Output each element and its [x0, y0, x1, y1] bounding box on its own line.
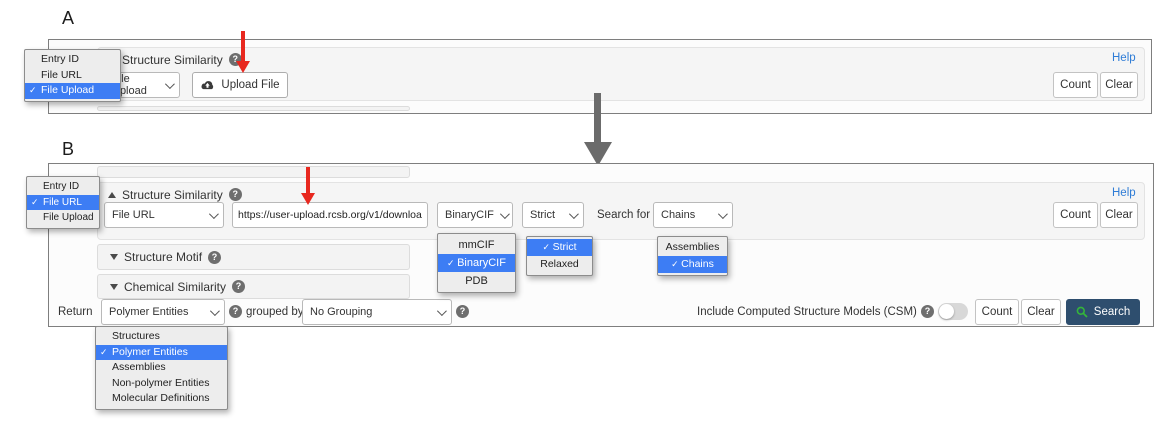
upload-file-button[interactable]: Upload File — [192, 72, 288, 98]
dropdown-option-file-url[interactable]: File URL — [41, 68, 82, 81]
strictness-dropdown: Strict Relaxed — [526, 236, 593, 276]
help-link-a[interactable]: Help — [1112, 52, 1136, 64]
magnifier-icon — [1076, 306, 1088, 318]
clear-button-footer[interactable]: Clear — [1021, 299, 1061, 325]
help-circle-icon[interactable] — [232, 280, 246, 293]
dropdown-option-entry-id[interactable]: Entry ID — [43, 181, 80, 192]
attribute-select-value: File URL — [112, 209, 155, 221]
section-title: Structure Similarity — [122, 52, 223, 67]
attribute-dropdown-b: Entry ID File URL File Upload — [26, 176, 100, 229]
panel-b-label: B — [62, 139, 75, 159]
chevron-down-icon — [208, 208, 219, 219]
return-type-select[interactable]: Polymer Entities — [101, 299, 225, 325]
help-link-b[interactable]: Help — [1112, 187, 1136, 199]
chevron-down-icon — [164, 78, 175, 89]
clear-button-a[interactable]: Clear — [1100, 72, 1138, 98]
attribute-select-b[interactable]: File URL — [104, 202, 224, 228]
count-button-a[interactable]: Count — [1053, 72, 1098, 98]
collapse-down-icon — [110, 254, 118, 260]
clipped-section-bar-a — [97, 106, 410, 111]
chemical-similarity-section[interactable]: Chemical Similarity — [97, 274, 410, 299]
count-button-b[interactable]: Count — [1053, 202, 1098, 228]
grouped-by-label: grouped by — [246, 306, 304, 318]
target-select[interactable]: Chains — [653, 202, 733, 228]
search-for-label: Search for — [597, 209, 651, 221]
dropdown-option-file-url[interactable]: File URL — [27, 194, 99, 210]
help-circle-icon[interactable] — [228, 188, 242, 201]
target-dropdown: Assemblies Chains — [657, 236, 728, 276]
count-button-footer[interactable]: Count — [975, 299, 1019, 325]
upload-file-label: Upload File — [221, 79, 280, 91]
search-button[interactable]: Search — [1066, 299, 1140, 325]
return-type-value: Polymer Entities — [109, 306, 189, 318]
dropdown-option-structures[interactable]: Structures — [112, 330, 160, 342]
format-dropdown: mmCIF BinaryCIF PDB — [437, 233, 516, 293]
grouping-select[interactable]: No Grouping — [302, 299, 452, 325]
section-title: Chemical Similarity — [124, 279, 227, 294]
section-title: Structure Motif — [124, 250, 203, 264]
csm-label: Include Computed Structure Models (CSM) — [697, 306, 917, 318]
strictness-select-value: Strict — [530, 209, 556, 221]
dropdown-option-relaxed[interactable]: Relaxed — [540, 258, 579, 270]
dropdown-option-strict[interactable]: Strict — [527, 239, 592, 256]
red-arrow-a-head — [236, 61, 250, 73]
clear-button-b[interactable]: Clear — [1100, 202, 1138, 228]
red-arrow-a-shaft — [241, 31, 245, 61]
return-type-dropdown: Structures Polymer Entities Assemblies N… — [95, 326, 228, 410]
help-circle-icon[interactable] — [229, 305, 242, 318]
search-button-label: Search — [1093, 306, 1131, 318]
structure-similarity-header-a[interactable]: Structure Similarity — [108, 52, 242, 67]
dropdown-option-chains[interactable]: Chains — [658, 256, 727, 273]
red-arrow-b-shaft — [306, 167, 310, 193]
collapse-up-icon — [108, 191, 116, 198]
format-select[interactable]: BinaryCIF — [437, 202, 513, 228]
chevron-down-icon — [499, 208, 510, 219]
dropdown-option-molecular-definitions[interactable]: Molecular Definitions — [112, 392, 210, 404]
dropdown-option-entry-id[interactable]: Entry ID — [41, 53, 79, 65]
strictness-select[interactable]: Strict — [522, 202, 584, 228]
dropdown-option-polymer-entities[interactable]: Polymer Entities — [96, 344, 227, 360]
dropdown-option-non-polymer-entities[interactable]: Non-polymer Entities — [112, 376, 210, 389]
format-select-value: BinaryCIF — [445, 209, 494, 221]
panel-a-label: A — [62, 8, 75, 28]
chevron-down-icon — [568, 208, 579, 219]
target-select-value: Chains — [661, 209, 696, 221]
help-circle-icon[interactable] — [208, 250, 222, 264]
section-title: Structure Similarity — [122, 187, 223, 202]
clipped-section-bar-b — [97, 166, 410, 178]
structure-similarity-header-b[interactable]: Structure Similarity — [108, 187, 242, 202]
structure-motif-section[interactable]: Structure Motif — [97, 244, 410, 270]
gray-arrow-shaft — [594, 93, 601, 142]
help-circle-icon[interactable] — [921, 305, 934, 318]
chevron-down-icon — [209, 305, 220, 316]
return-label: Return — [58, 306, 93, 318]
collapse-down-icon — [110, 283, 118, 290]
attribute-dropdown-a: Entry ID File URL File Upload — [24, 49, 121, 102]
dropdown-option-assemblies[interactable]: Assemblies — [112, 361, 166, 373]
chevron-down-icon — [436, 305, 447, 316]
dropdown-option-pdb[interactable]: PDB — [465, 275, 488, 287]
help-circle-icon[interactable] — [456, 305, 469, 318]
file-url-input[interactable] — [232, 202, 428, 228]
dropdown-option-assemblies[interactable]: Assemblies — [665, 241, 720, 253]
cloud-upload-icon — [201, 80, 214, 89]
csm-toggle[interactable] — [938, 303, 968, 320]
chevron-down-icon — [717, 208, 728, 219]
grouping-select-value: No Grouping — [310, 306, 373, 318]
dropdown-option-mmcif[interactable]: mmCIF — [458, 239, 495, 251]
dropdown-option-binarycif[interactable]: BinaryCIF — [438, 254, 515, 272]
gray-arrow-head — [584, 142, 612, 166]
dropdown-option-file-upload[interactable]: File Upload — [43, 212, 94, 223]
dropdown-option-file-upload[interactable]: File Upload — [25, 83, 120, 99]
red-arrow-b-head — [301, 193, 315, 205]
